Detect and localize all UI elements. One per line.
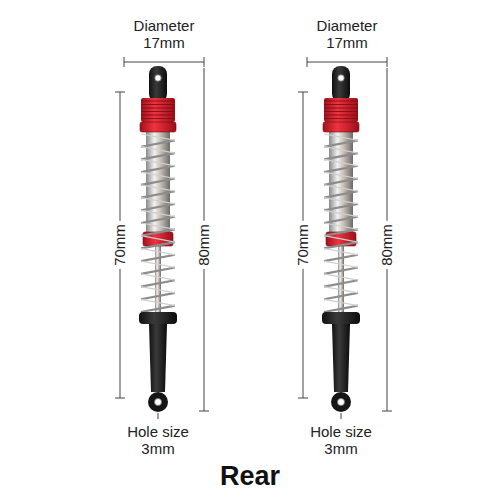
dimension-label: 70mm	[110, 221, 129, 269]
spring-retainer	[140, 122, 176, 132]
spring-seat	[139, 312, 177, 324]
coil-spring	[324, 134, 358, 312]
shock-body	[146, 130, 170, 240]
dimension-label: Diameter 17mm	[307, 17, 387, 52]
red-cap	[141, 98, 175, 122]
red-cap	[324, 98, 358, 122]
spring-seat	[322, 312, 360, 324]
dimension-label: Diameter 17mm	[124, 17, 204, 52]
dimension-label: 70mm	[293, 221, 312, 269]
shock-body	[329, 130, 353, 240]
dimension-label: 80mm	[194, 221, 213, 269]
rod-end	[149, 324, 167, 392]
bottom-eyelet	[331, 392, 351, 412]
coil-spring	[141, 134, 175, 312]
figure-title: Rear	[220, 461, 280, 492]
hole-size-label: Hole size 3mm	[305, 423, 377, 458]
spring-retainer	[323, 122, 359, 132]
rod-end	[332, 324, 350, 392]
hole-size-label: Hole size 3mm	[122, 423, 194, 458]
top-eyelet	[149, 66, 167, 102]
top-eyelet	[332, 66, 350, 102]
dimension-label: 80mm	[377, 221, 396, 269]
bottom-eyelet	[148, 392, 168, 412]
